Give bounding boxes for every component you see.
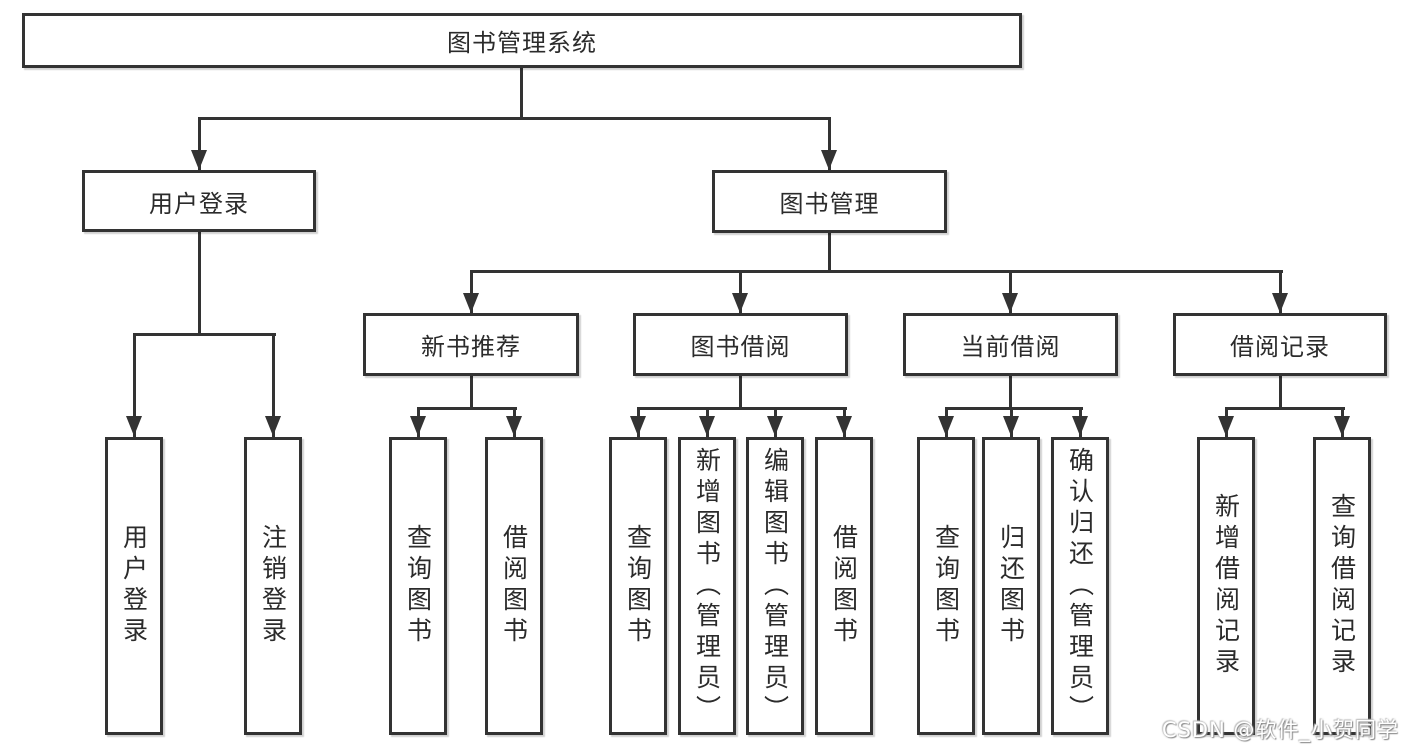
leaf-label: 新增借阅记录 — [1211, 493, 1241, 679]
connector-newbook-branch — [417, 407, 517, 410]
leaf-label: 查询图书 — [623, 524, 653, 648]
arrow-down-icon — [265, 416, 281, 436]
leaf-label: 用户登录 — [119, 524, 149, 648]
arrow-down-icon — [126, 416, 142, 436]
connector-drop-book-management — [828, 117, 831, 170]
leaf-borrow-add-books-admin: 新增图书（管理员） — [678, 437, 736, 735]
leaf-borrow-edit-books-admin: 编辑图书（管理员） — [746, 437, 804, 735]
connector-current-branch — [945, 407, 1083, 410]
arrow-down-icon — [699, 416, 715, 436]
leaf-label: 新增图书（管理员） — [692, 446, 722, 726]
leaf-label: 借阅图书 — [499, 524, 529, 648]
connector-drop-book-borrow — [739, 270, 742, 313]
leaf-records-add-borrow-record: 新增借阅记录 — [1197, 437, 1255, 735]
leaf-label: 注销登录 — [258, 524, 288, 648]
connector-borrow-stub — [739, 376, 742, 409]
node-library-system: 图书管理系统 — [22, 13, 1022, 68]
leaf-label: 归还图书 — [996, 524, 1026, 648]
arrow-down-icon — [767, 416, 783, 436]
node-borrow-records: 借阅记录 — [1173, 313, 1387, 376]
arrow-down-icon — [1334, 416, 1350, 436]
node-new-book-recommendation: 新书推荐 — [363, 313, 579, 376]
arrow-down-icon — [506, 416, 522, 436]
leaf-logout: 注销登录 — [244, 437, 302, 735]
node-book-borrowing: 图书借阅 — [633, 313, 848, 376]
connector-drop-leaf-logout — [272, 333, 275, 437]
leaf-label: 查询图书 — [403, 524, 433, 648]
leaf-recommend-borrow-books: 借阅图书 — [485, 437, 543, 735]
connector-borrow-branch — [637, 407, 847, 410]
connector-root-stub — [520, 68, 523, 118]
connector-newbook-stub — [470, 376, 473, 409]
leaf-current-return-books: 归还图书 — [982, 437, 1040, 735]
arrow-down-icon — [630, 416, 646, 436]
connector-user-branch — [133, 333, 276, 336]
node-current-borrowing: 当前借阅 — [903, 313, 1118, 376]
node-book-management: 图书管理 — [712, 170, 947, 233]
connector-drop-new-book — [470, 270, 473, 313]
arrow-down-icon — [1003, 416, 1019, 436]
connector-mgmt-stub — [828, 233, 831, 272]
connector-drop-current-borrow — [1009, 270, 1012, 313]
leaf-user-login: 用户登录 — [105, 437, 163, 735]
connector-drop-borrow-records — [1279, 270, 1282, 313]
arrow-down-icon — [1218, 416, 1234, 436]
connector-drop-leaf-user-login — [133, 333, 136, 437]
connector-records-branch — [1225, 407, 1345, 410]
leaf-recommend-query-books: 查询图书 — [389, 437, 447, 735]
arrow-down-icon — [410, 416, 426, 436]
node-user-login: 用户登录 — [82, 170, 316, 232]
csdn-watermark: CSDN @软件_小贺同学 — [1161, 718, 1399, 742]
leaf-borrow-query-books: 查询图书 — [609, 437, 667, 735]
leaf-current-confirm-return-admin: 确认归还（管理员） — [1051, 437, 1109, 735]
connector-user-stub — [198, 232, 201, 335]
arrow-down-icon — [463, 293, 479, 313]
leaf-records-query-borrow-record: 查询借阅记录 — [1313, 437, 1371, 735]
leaf-label: 查询借阅记录 — [1327, 493, 1357, 679]
arrow-down-icon — [191, 150, 207, 170]
connector-level2-branch — [198, 117, 831, 120]
arrow-down-icon — [821, 150, 837, 170]
connector-records-stub — [1279, 376, 1282, 409]
connector-level3-branch — [470, 270, 1283, 273]
arrow-down-icon — [1072, 416, 1088, 436]
leaf-label: 确认归还（管理员） — [1065, 446, 1095, 726]
leaf-borrow-borrow-books: 借阅图书 — [815, 437, 873, 735]
arrow-down-icon — [732, 293, 748, 313]
leaf-label: 借阅图书 — [829, 524, 859, 648]
leaf-label: 查询图书 — [931, 524, 961, 648]
connector-drop-user-login — [198, 117, 201, 170]
leaf-label: 编辑图书（管理员） — [760, 446, 790, 726]
arrow-down-icon — [938, 416, 954, 436]
arrow-down-icon — [1002, 293, 1018, 313]
arrow-down-icon — [836, 416, 852, 436]
arrow-down-icon — [1272, 293, 1288, 313]
connector-current-stub — [1009, 376, 1012, 409]
leaf-current-query-books: 查询图书 — [917, 437, 975, 735]
